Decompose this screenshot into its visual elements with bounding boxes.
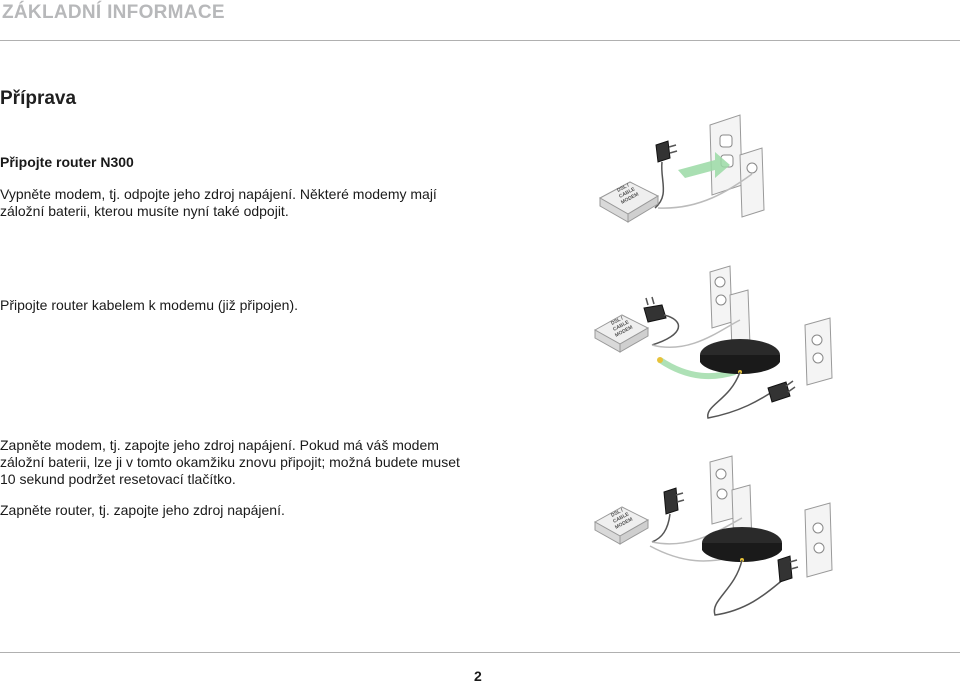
subheading: Připojte router N300 [0, 154, 134, 170]
modem-power-adapter-icon [663, 487, 685, 515]
page-number: 2 [474, 668, 482, 684]
router-icon [700, 339, 780, 374]
router-icon [702, 527, 782, 562]
header-divider [0, 40, 960, 41]
connect-router-illustration: DSL / CABLE MODEM [593, 265, 833, 419]
modem-label-line-1: DSL / [610, 507, 625, 519]
section-title: Příprava [0, 88, 77, 109]
header-title: ZÁKLADNÍ INFORMACE [2, 2, 225, 23]
power-adapter-icon [643, 296, 667, 323]
step-2-text: Připojte router kabelem k modemu (již př… [0, 297, 299, 313]
modem-label-line-1: DSL / [610, 315, 625, 327]
router-power-adapter-icon [767, 380, 796, 403]
step-1-text: Vypněte modem, tj. odpojte jeho zdroj na… [0, 186, 437, 219]
footer-divider [0, 652, 960, 653]
step-3-text: Zapněte modem, tj. zapojte jeho zdroj na… [0, 437, 460, 487]
router-power-adapter-icon [777, 555, 799, 583]
power-on-illustration: DSL / CABLE MODEM [593, 455, 833, 616]
modem-label-line-1: DSL / [616, 182, 631, 194]
modem-icon: DSL / CABLE MODEM [593, 506, 650, 545]
power-adapter-icon [655, 140, 678, 163]
modem-icon: DSL / CABLE MODEM [593, 314, 650, 353]
modem-icon: DSL / CABLE MODEM [598, 181, 660, 223]
ethernet-arrow-icon [657, 357, 736, 380]
unplug-modem-illustration: DSL / CABLE MODEM [598, 114, 765, 223]
unplug-arrow-icon [678, 152, 730, 178]
wall-outlet-icon [709, 265, 833, 386]
step-4-text: Zapněte router, tj. zapojte jeho zdroj n… [0, 502, 285, 518]
